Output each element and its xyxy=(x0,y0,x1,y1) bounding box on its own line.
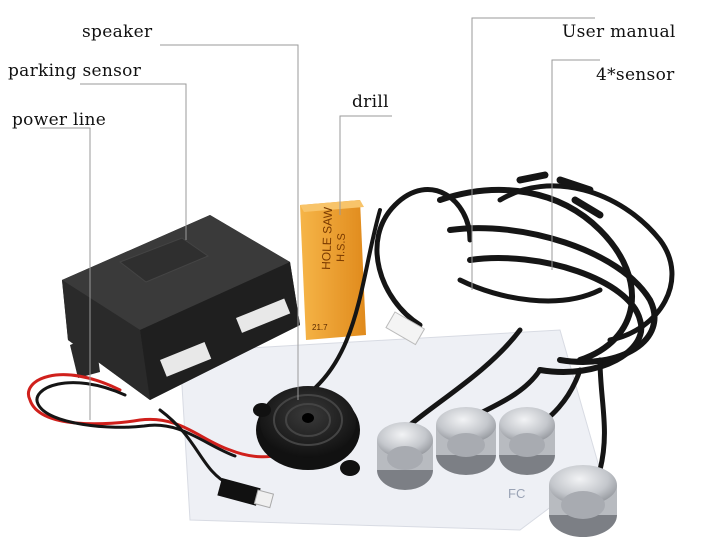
drill-leader xyxy=(339,115,392,215)
callout-lines xyxy=(40,17,600,420)
power-line-wire xyxy=(27,373,302,487)
parking-sensor-control-box xyxy=(62,215,300,400)
sensor-4 xyxy=(549,465,617,537)
drill-box-label: HOLE SAW xyxy=(319,206,335,270)
sensor-leader xyxy=(551,59,600,270)
drill-box-sublabel: H.S.S xyxy=(335,233,348,262)
manual-fc-mark: FC xyxy=(508,486,525,501)
cable-connector xyxy=(385,311,426,346)
sensor-1 xyxy=(377,422,433,490)
sensor-cables xyxy=(298,171,675,473)
sensor-2 xyxy=(436,407,496,475)
user-manual-label: User manual xyxy=(562,22,676,42)
parking-sensor-label: parking sensor xyxy=(8,61,142,81)
speaker-leader xyxy=(160,44,299,400)
speaker-buzzer xyxy=(253,386,360,476)
power-line-leader xyxy=(40,127,91,420)
drill-box: HOLE SAW H.S.S 21.7 xyxy=(300,200,366,340)
speaker-label: speaker xyxy=(82,22,153,42)
drill-label: drill xyxy=(352,92,389,112)
user-manual-leader xyxy=(471,17,595,290)
power-connector xyxy=(217,477,261,506)
parking-sensor-leader xyxy=(80,83,187,240)
power-line-label: power line xyxy=(12,110,107,130)
sensor-3 xyxy=(499,407,555,475)
sensors-label: 4*sensor xyxy=(596,65,675,85)
drill-box-size: 21.7 xyxy=(312,323,328,332)
